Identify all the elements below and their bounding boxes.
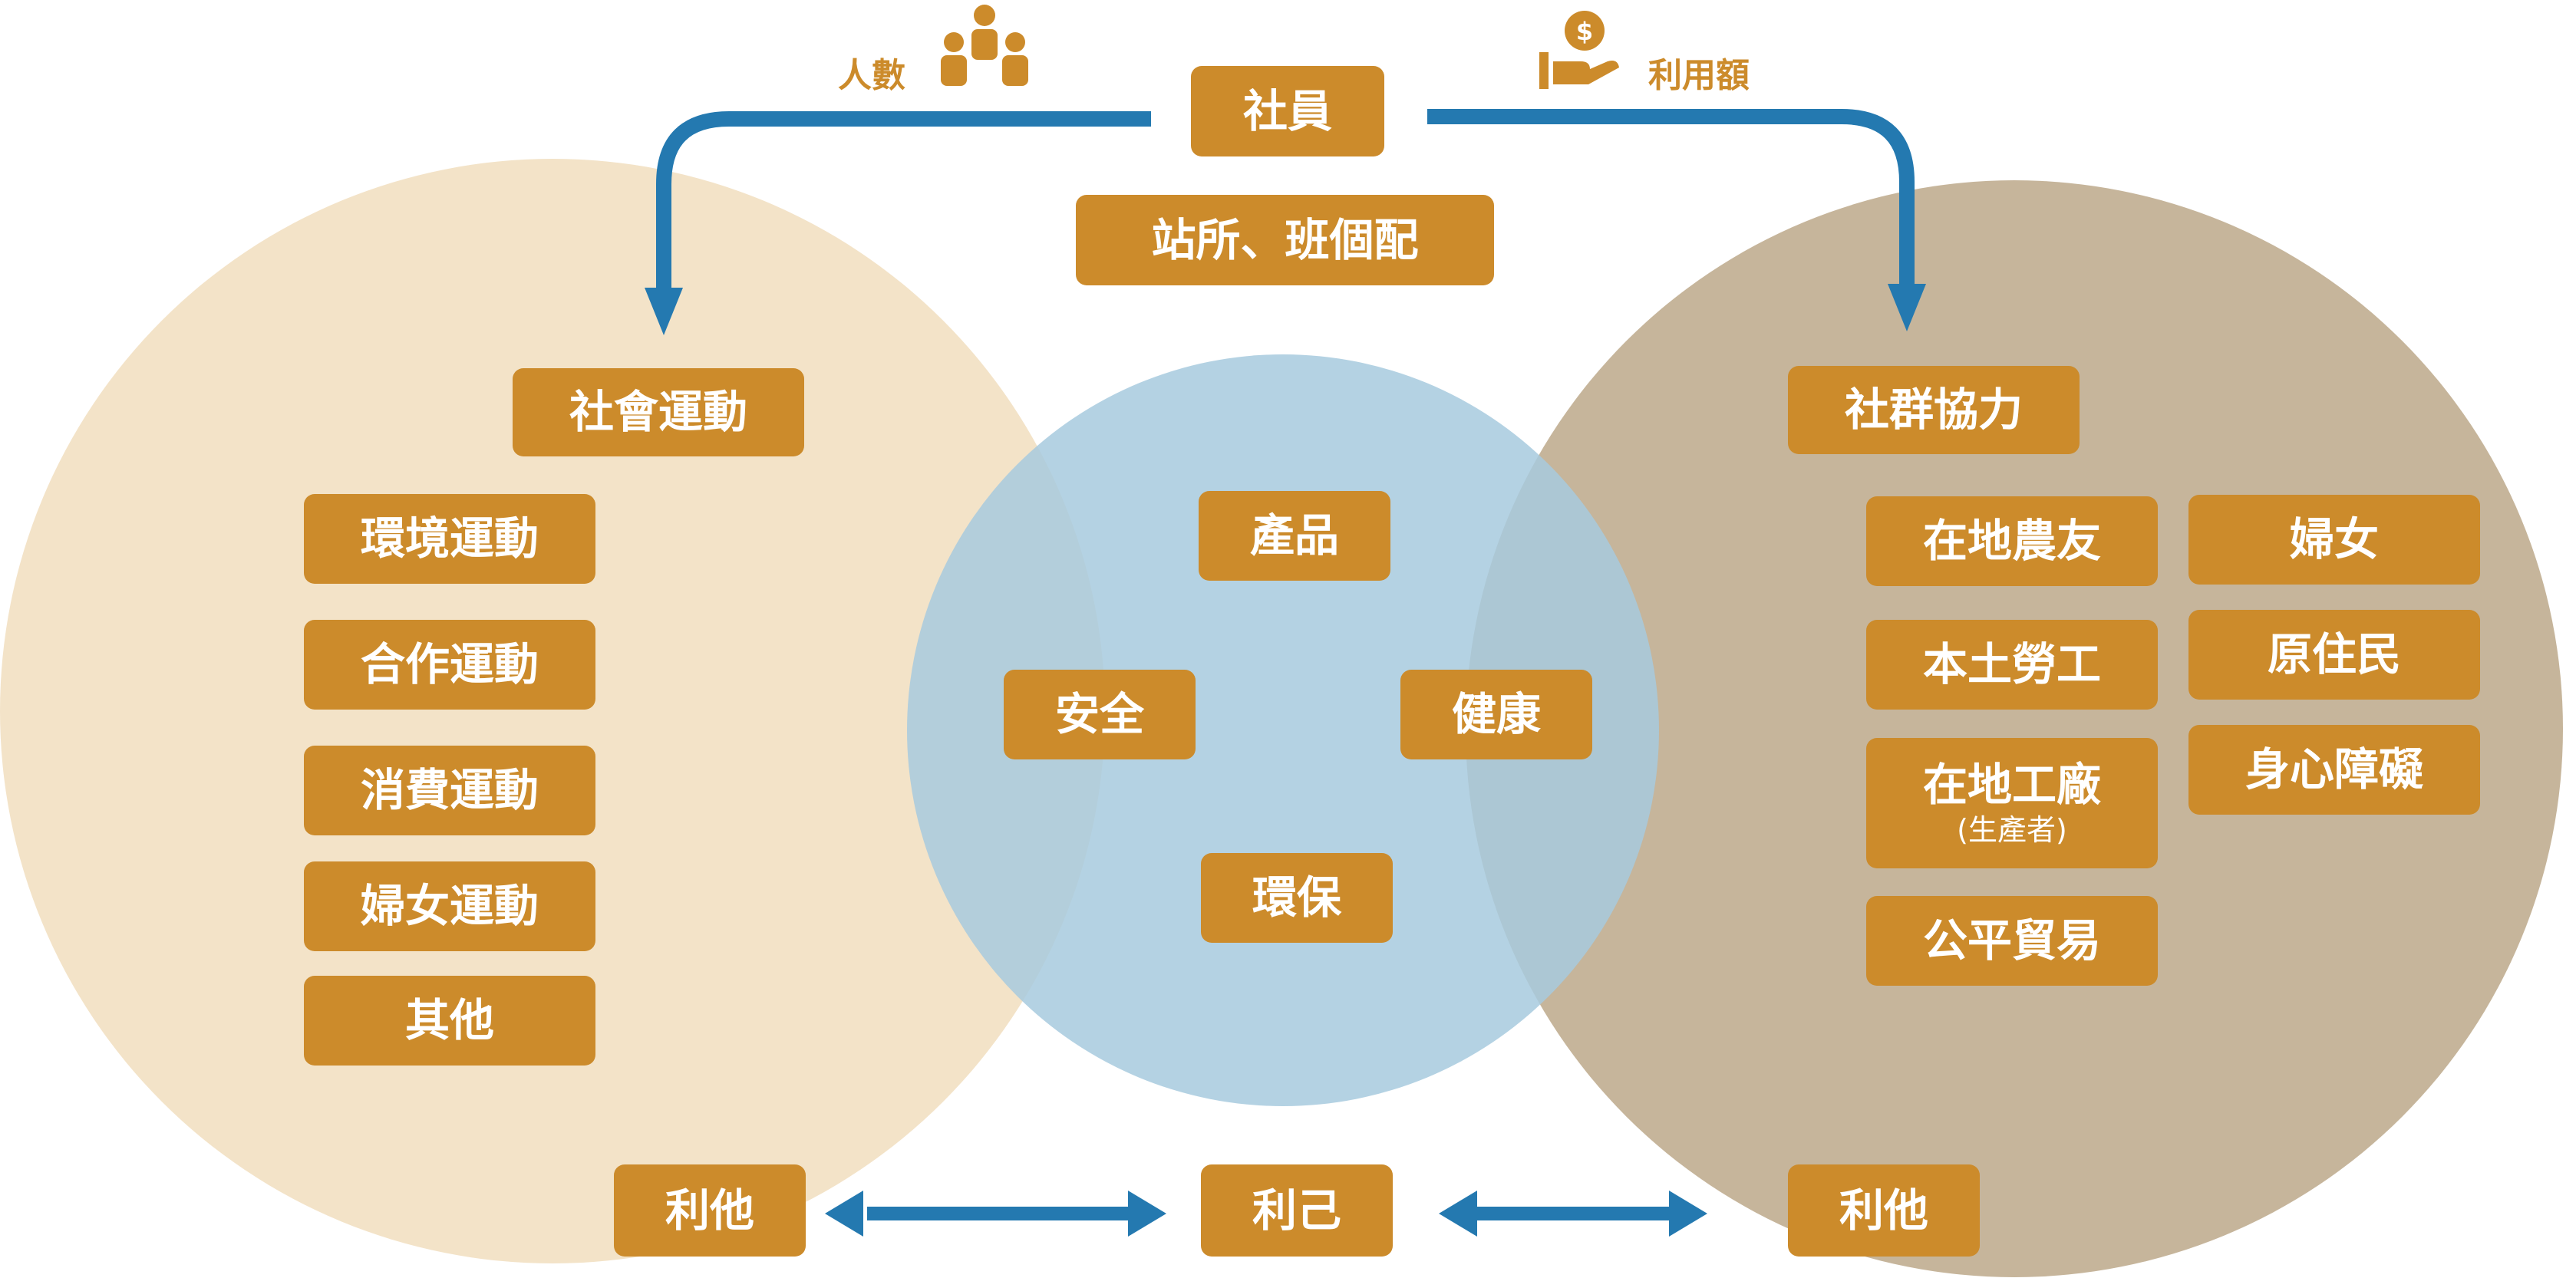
right-item-disabled: 身心障礙 [2188,725,2480,815]
center-circle [907,354,1659,1106]
left-item-environment: 環境運動 [304,494,595,584]
center-product: 產品 [1199,491,1390,581]
sites-box: 站所、班個配 [1076,195,1494,285]
left-item-women: 婦女運動 [304,861,595,951]
right-bottom-altruism: 利他 [1788,1164,1980,1257]
hand-dollar-icon: $ [1539,11,1619,89]
right-item-local-farmers: 在地農友 [1866,496,2158,586]
right-item-fair-trade: 公平貿易 [1866,896,2158,986]
left-item-cooperative: 合作運動 [304,620,595,710]
center-safety: 安全 [1004,670,1196,759]
left-item-consumer: 消費運動 [304,746,595,835]
center-health: 健康 [1400,670,1592,759]
arrow-member-to-left [656,111,1151,292]
local-factory-sub: (生產者) [1957,812,2067,847]
double-arrow-right-head-b [1669,1191,1707,1237]
center-bottom-self-interest: 利己 [1201,1164,1393,1257]
double-arrow-left-head-a [825,1191,863,1237]
headcount-label: 人數 [838,56,905,95]
right-item-local-factory: 在地工廠 (生產者) [1866,738,2158,868]
community-title: 社群協力 [1788,366,2080,454]
arrowhead-left [645,288,683,335]
left-circle [0,159,1105,1263]
member-box: 社員 [1191,66,1384,156]
double-arrow-right-head-a [1439,1191,1477,1237]
double-arrow-left-head-b [1128,1191,1166,1237]
social-movement-title: 社會運動 [513,368,804,456]
local-factory-label: 在地工廠 [1922,758,2101,811]
arrow-member-to-right [1427,109,1915,288]
svg-text:$: $ [1576,17,1593,46]
right-circle [1466,180,2563,1277]
right-item-local-labor: 本土勞工 [1866,620,2158,710]
people-group-icon [941,5,1028,86]
center-environment: 環保 [1201,853,1393,943]
usage-label: 利用額 [1648,56,1750,95]
right-item-women: 婦女 [2188,495,2480,585]
right-item-indigenous: 原住民 [2188,610,2480,700]
arrowhead-right [1888,284,1926,331]
left-bottom-altruism: 利他 [614,1164,806,1257]
left-item-other: 其他 [304,976,595,1066]
